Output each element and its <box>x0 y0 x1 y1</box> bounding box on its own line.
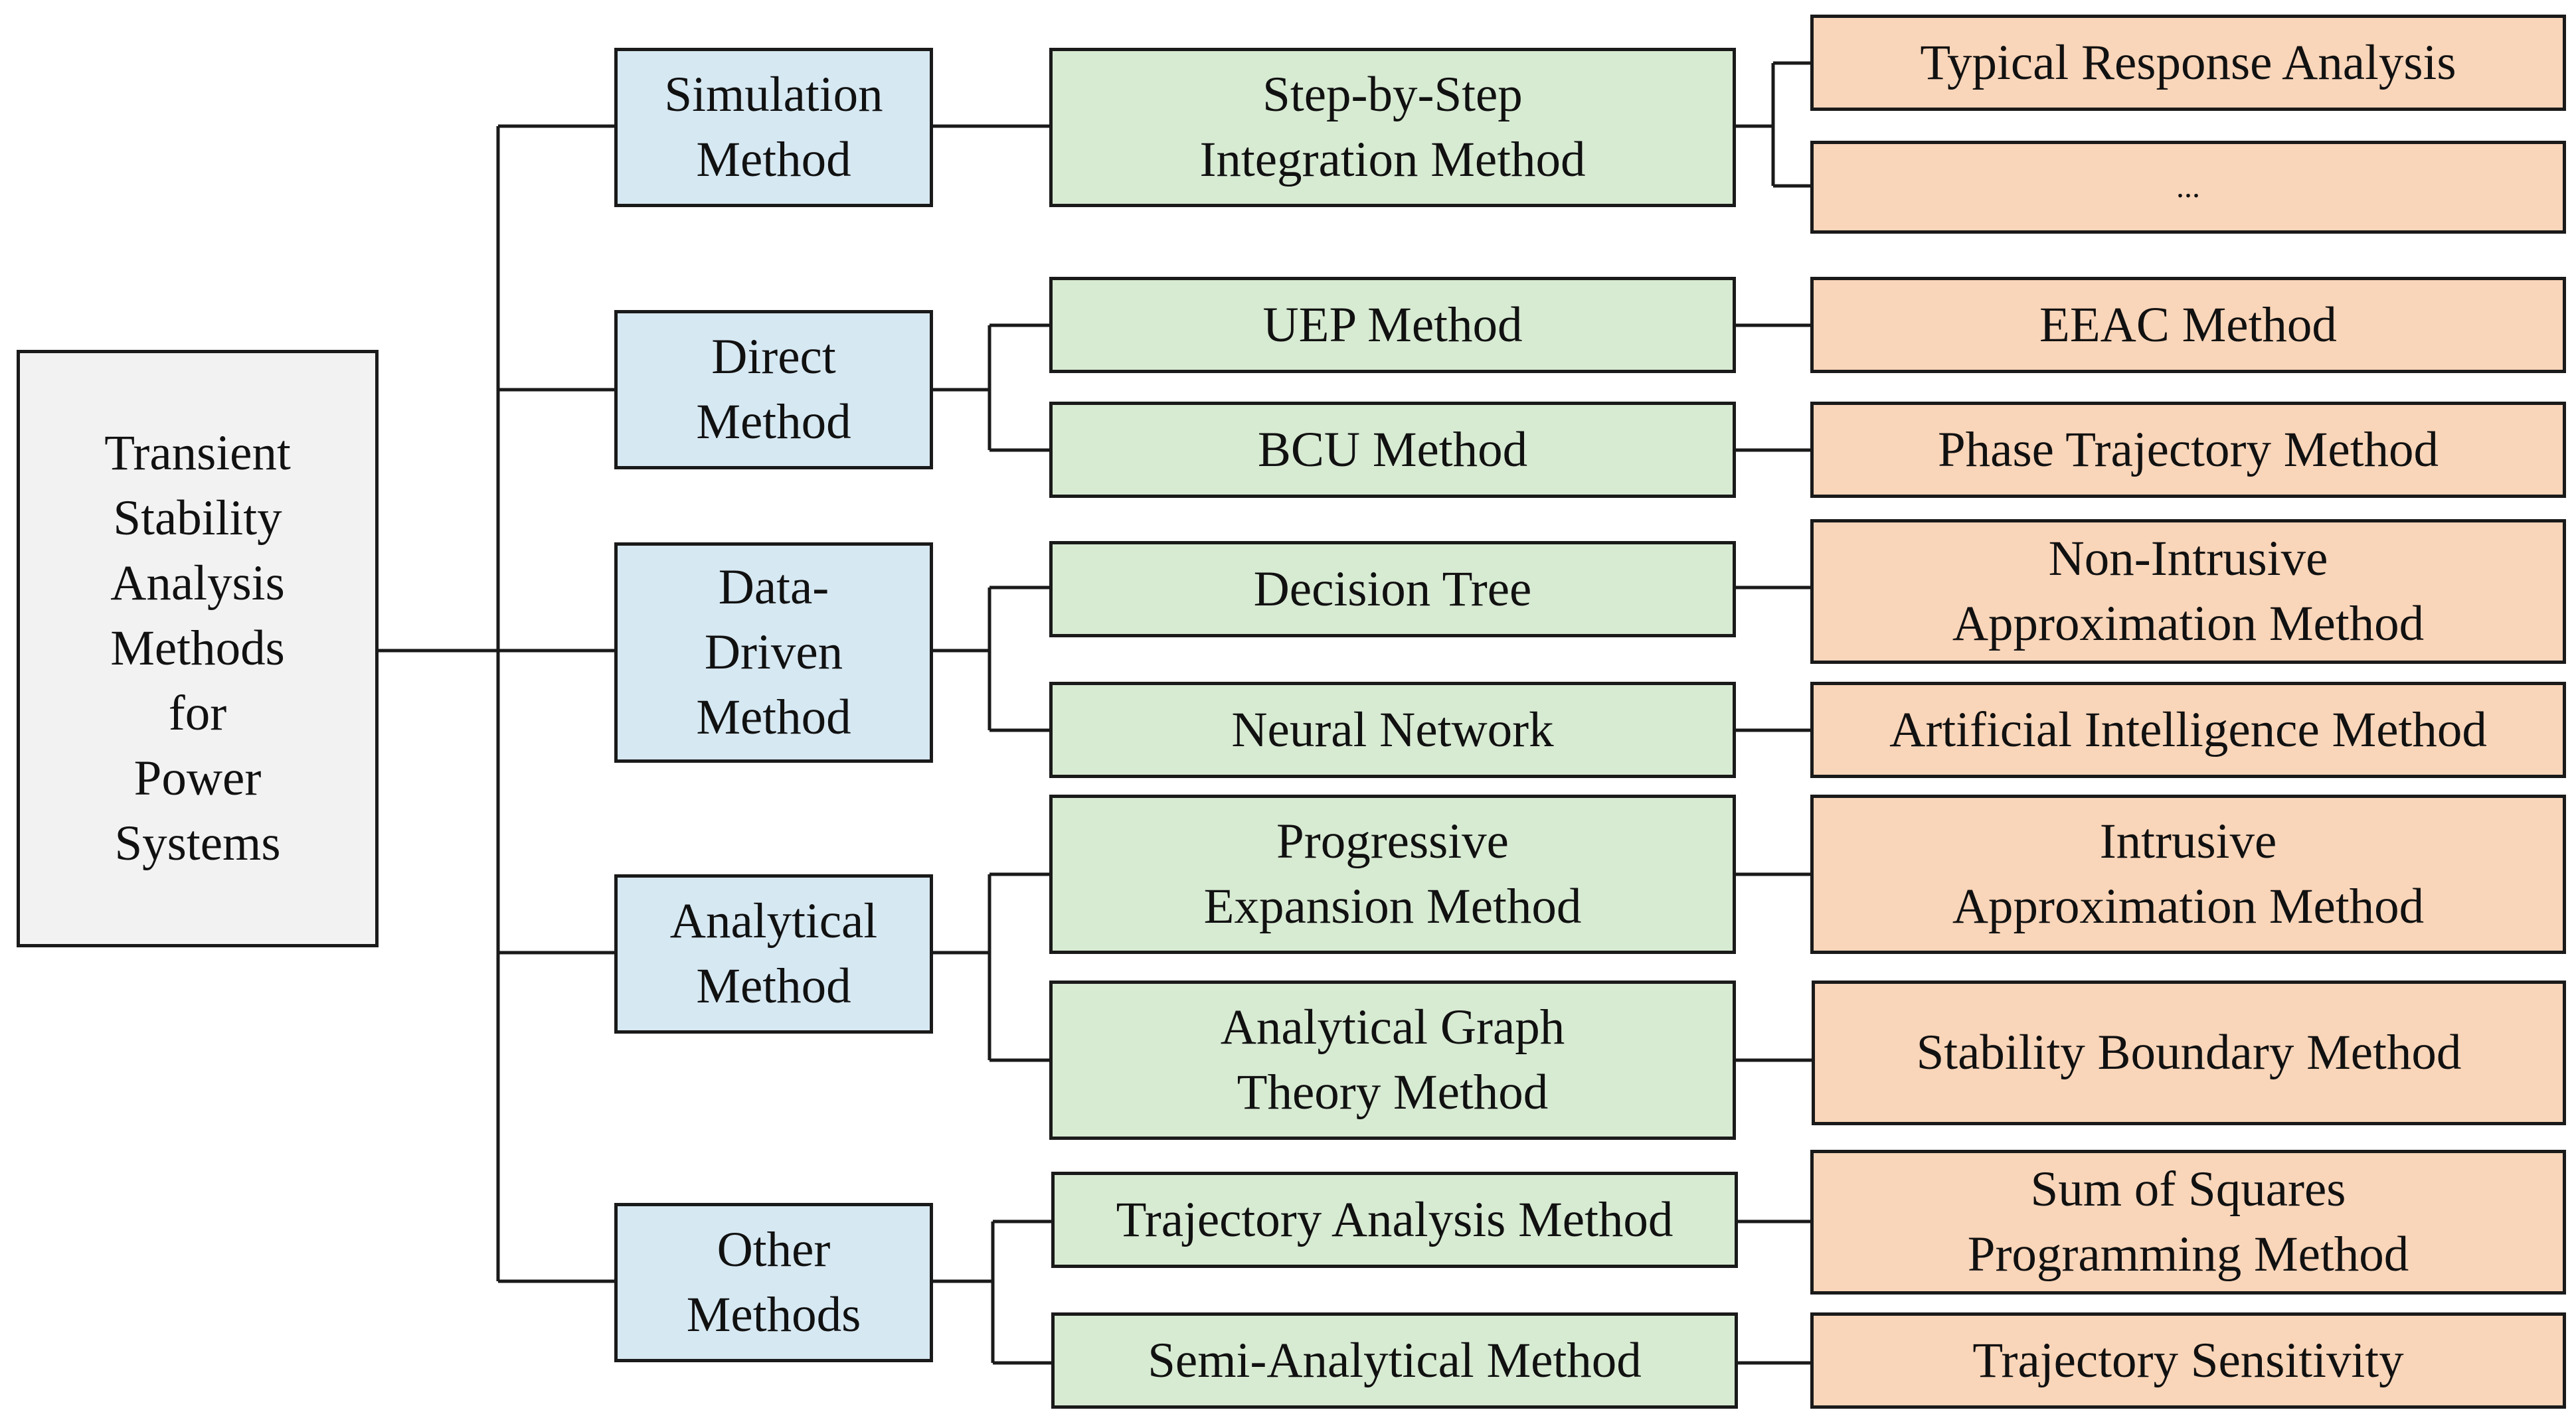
submethod-ellipsis: ... <box>1810 141 2566 234</box>
submethod-artificial-intelligence: Artificial Intelligence Method <box>1810 682 2566 778</box>
submethod-trajectory-sensitivity: Trajectory Sensitivity <box>1810 1312 2566 1409</box>
category-analytical-method: Analytical Method <box>614 874 933 1034</box>
method-trajectory-analysis: Trajectory Analysis Method <box>1051 1172 1738 1268</box>
category-simulation-method: Simulation Method <box>614 48 933 207</box>
category-direct-method: Direct Method <box>614 310 933 469</box>
root-node: Transient Stability Analysis Methods for… <box>17 350 379 947</box>
submethod-typical-response-analysis: Typical Response Analysis <box>1810 15 2566 111</box>
method-decision-tree: Decision Tree <box>1049 541 1736 637</box>
method-uep: UEP Method <box>1049 277 1736 373</box>
submethod-sum-of-squares-programming: Sum of Squares Programming Method <box>1810 1150 2566 1295</box>
method-bcu: BCU Method <box>1049 402 1736 498</box>
submethod-intrusive-approximation: Intrusive Approximation Method <box>1810 795 2566 954</box>
category-data-driven-method: Data- Driven Method <box>614 542 933 763</box>
method-semi-analytical: Semi-Analytical Method <box>1051 1312 1738 1409</box>
submethod-eeac: EEAC Method <box>1810 277 2566 373</box>
category-other-methods: Other Methods <box>614 1203 933 1362</box>
method-step-by-step-integration: Step-by-Step Integration Method <box>1049 48 1736 207</box>
submethod-stability-boundary: Stability Boundary Method <box>1812 981 2566 1125</box>
method-progressive-expansion: Progressive Expansion Method <box>1049 795 1736 954</box>
submethod-phase-trajectory: Phase Trajectory Method <box>1810 402 2566 498</box>
method-analytical-graph-theory: Analytical Graph Theory Method <box>1049 981 1736 1140</box>
submethod-non-intrusive-approximation: Non-Intrusive Approximation Method <box>1810 519 2566 664</box>
method-neural-network: Neural Network <box>1049 682 1736 778</box>
